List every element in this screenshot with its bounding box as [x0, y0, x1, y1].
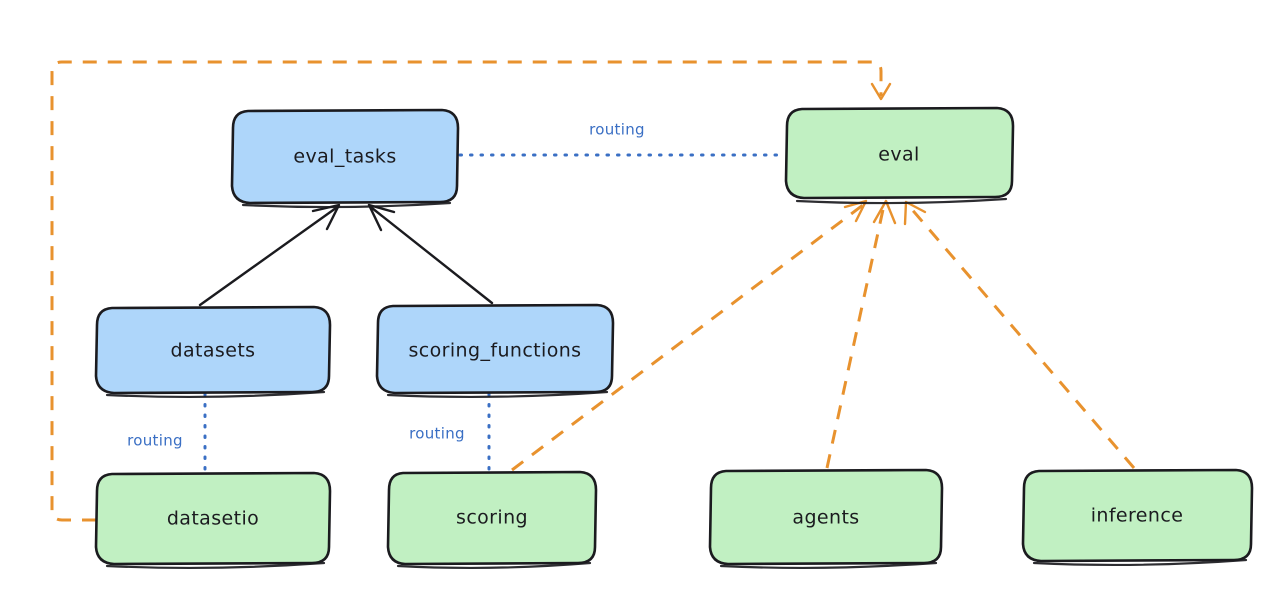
node-eval_tasks[interactable]: eval_tasks: [230, 108, 460, 209]
node-agents[interactable]: agents: [708, 468, 944, 570]
edge-datasetio-eval: [50, 60, 892, 522]
node-eval_tasks-label: eval_tasks: [293, 146, 396, 168]
node-datasetio-shadow: [105, 561, 326, 570]
edge-scoring-eval: [511, 199, 868, 472]
arrowhead-datasetio-eval: [870, 82, 892, 101]
node-datasets-label: datasets: [171, 340, 256, 362]
edge-label-layer: routing routing routing: [127, 121, 645, 450]
arrowhead-datasets-eval_tasks: [311, 203, 341, 231]
node-datasets-box[interactable]: [94, 305, 332, 395]
node-inference-box[interactable]: [1021, 468, 1254, 563]
edge-path-scoring_functions-eval_tasks: [370, 206, 494, 305]
node-datasets[interactable]: datasets: [94, 305, 332, 399]
edge-path-datasets-eval_tasks: [198, 206, 338, 307]
edge-label-routing-eval: routing: [589, 121, 645, 139]
node-inference[interactable]: inference: [1021, 468, 1254, 567]
node-eval_tasks-shadow: [241, 201, 452, 209]
node-inference-label: inference: [1091, 505, 1184, 527]
edge-label-routing-scoring: routing: [409, 425, 465, 443]
node-scoring-label: scoring: [456, 507, 528, 529]
edge-path-inference-eval: [907, 205, 1136, 469]
node-eval-shadow: [795, 197, 1008, 205]
edge-path-datasetio-eval: [50, 60, 883, 522]
node-scoring_functions[interactable]: scoring_functions: [375, 303, 615, 399]
arrowhead-scoring_functions-eval_tasks: [367, 203, 396, 232]
node-eval-label: eval: [878, 144, 919, 166]
node-agents-label: agents: [792, 507, 859, 529]
node-layer: eval_tasks eval datasets scoring_functio…: [94, 106, 1254, 570]
arrowhead-scoring-eval: [843, 199, 868, 223]
node-datasetio-label: datasetio: [167, 508, 259, 530]
arrowhead-agents-eval: [872, 199, 897, 225]
node-datasetio-box[interactable]: [94, 471, 332, 566]
node-datasets-shadow: [105, 390, 326, 399]
node-eval_tasks-box[interactable]: [230, 108, 460, 205]
node-agents-box[interactable]: [708, 468, 944, 566]
node-scoring_functions-label: scoring_functions: [409, 340, 582, 362]
edge-scoring_functions-eval_tasks: [367, 203, 494, 305]
edge-inference-eval: [903, 200, 1136, 469]
node-agents-shadow: [719, 561, 938, 570]
node-scoring-shadow: [396, 561, 592, 570]
node-scoring-box[interactable]: [386, 470, 598, 566]
node-scoring_functions-shadow: [386, 390, 609, 399]
edge-label-routing-datasetio: routing: [127, 432, 183, 450]
node-eval-box[interactable]: [784, 106, 1015, 200]
edge-path-agents-eval: [825, 204, 886, 469]
node-datasetio[interactable]: datasetio: [94, 471, 332, 570]
node-eval[interactable]: eval: [784, 106, 1015, 205]
node-scoring[interactable]: scoring: [386, 470, 598, 570]
node-inference-shadow: [1032, 558, 1248, 567]
node-scoring_functions-box[interactable]: [375, 303, 615, 395]
edge-agents-eval: [825, 199, 897, 469]
edge-datasets-eval_tasks: [198, 203, 341, 307]
